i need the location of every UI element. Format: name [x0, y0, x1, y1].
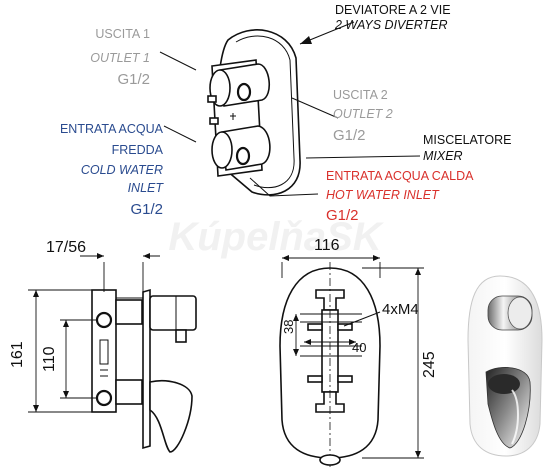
outlet-2-port [236, 82, 252, 102]
side-upper-port [95, 311, 113, 329]
cold-inlet-port [211, 131, 233, 169]
diverter-arrow-head [300, 36, 312, 44]
dim-width-label: 116 [314, 237, 340, 254]
dim-40-label: 40 [352, 340, 366, 355]
dim-245-label: 245 [421, 351, 438, 378]
side-view [91, 288, 197, 453]
side-lower-port [95, 389, 113, 407]
dim-110-label: 110 [41, 346, 58, 372]
dim-thread: 4xM4 [343, 301, 419, 327]
dim-38-label: 38 [281, 320, 296, 334]
cold-inlet-label-it-1: ENTRATA ACQUA [60, 122, 164, 136]
leader-lines [159, 21, 421, 197]
isometric-view [207, 29, 301, 196]
dim-thread-label: 4xM4 [382, 301, 419, 318]
hot-inlet-label-it: ENTRATA ACQUA CALDA [326, 169, 474, 183]
mixer-label-en: MIXER [423, 149, 463, 163]
cold-inlet-label-en-2: INLET [128, 181, 165, 195]
hot-inlet-size: G1/2 [326, 207, 359, 224]
cold-inlet-label-it-2: FREDDA [112, 143, 164, 157]
dim-height-245: 245 [362, 267, 438, 459]
side-diverter-knob [149, 295, 197, 331]
cold-inlet-size: G1/2 [130, 201, 163, 218]
hot-inlet-port [235, 146, 251, 166]
dim-40: 40 [304, 339, 366, 355]
iso-stud-top [207, 95, 217, 103]
outlet-2-label-en: OUTLET 2 [333, 107, 393, 121]
dim-width: 116 [281, 237, 381, 278]
outlet-1-label-it: USCITA 1 [95, 27, 150, 41]
cold-inlet-label-en-1: COLD WATER [81, 163, 163, 177]
outlet-1-size: G1/2 [117, 71, 150, 88]
dim-depth-label: 17/56 [46, 239, 86, 256]
outlet-2-size: G1/2 [333, 127, 366, 144]
dim-depth: 17/56 [46, 239, 160, 292]
dim-38: 38 [281, 314, 299, 356]
side-wall-plate [142, 288, 151, 450]
outlet-2-label-it: USCITA 2 [333, 88, 388, 102]
diverter-label-it: DEVIATORE A 2 VIE [335, 3, 451, 17]
iso-stud-bottom [209, 117, 219, 125]
side-mixer-lever [149, 380, 193, 453]
dim-side-heights: 161 110 [9, 289, 96, 413]
diverter-label-en: 2 WAYS DIVERTER [334, 18, 448, 32]
watermark: KúpelňaSK [168, 215, 384, 259]
mixer-label-it: MISCELATORE [423, 133, 511, 147]
hot-inlet-label-en: HOT WATER INLET [326, 188, 440, 202]
dim-161-label: 161 [9, 341, 26, 368]
front-view [279, 262, 381, 470]
outlet-1-label-en: OUTLET 1 [90, 51, 150, 65]
product-render [467, 275, 543, 457]
